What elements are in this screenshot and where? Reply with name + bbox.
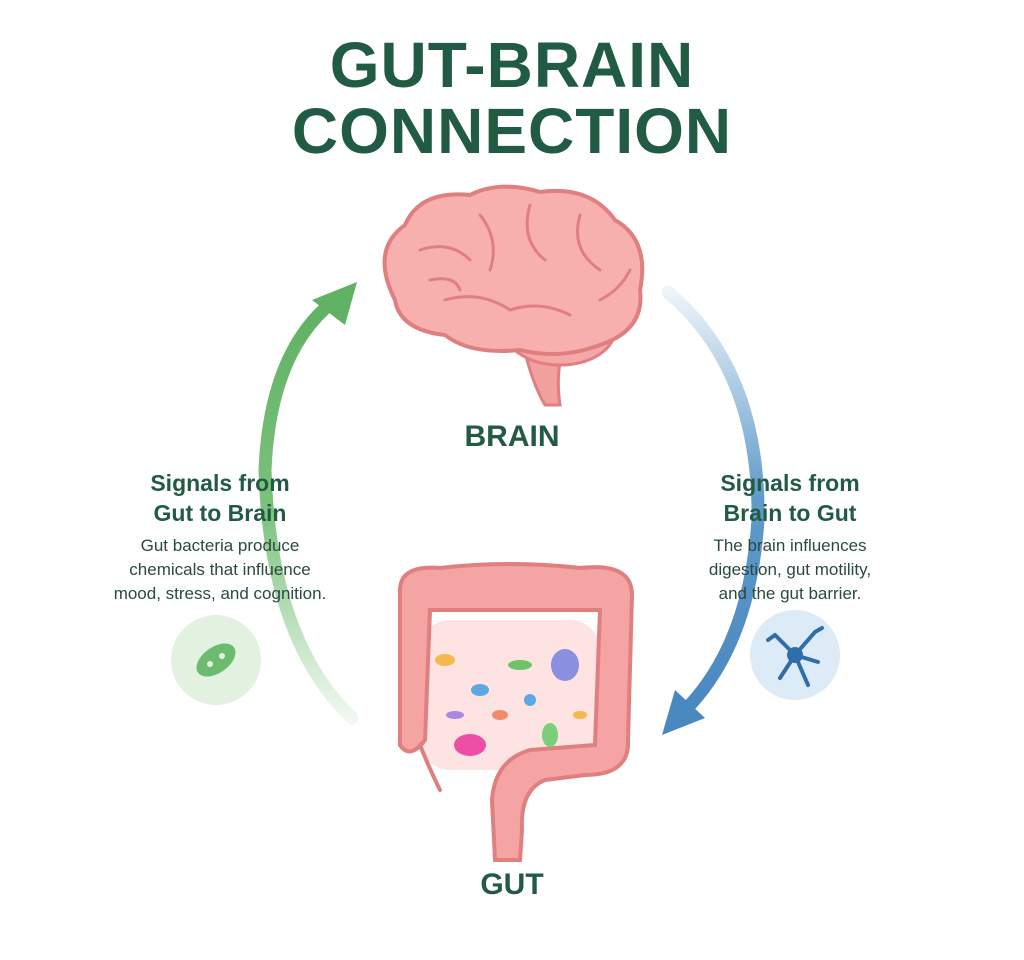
right-heading-1: Signals from <box>720 470 860 496</box>
title-line-2: CONNECTION <box>291 95 733 167</box>
bacteria-icon <box>171 615 261 705</box>
brain-label: BRAIN <box>464 420 560 453</box>
right-text-3: and the gut barrier. <box>718 584 862 603</box>
gut-illustration <box>398 562 635 862</box>
right-text-2: digestion, gut motility, <box>708 560 872 579</box>
left-text-2: chemicals that influence <box>129 560 311 579</box>
left-heading-2: Gut to Brain <box>153 500 287 526</box>
right-text-1: The brain influences <box>713 536 867 555</box>
left-heading-1: Signals from <box>150 470 290 496</box>
gut-label: GUT <box>480 868 544 901</box>
neuron-icon <box>750 610 840 700</box>
right-heading-2: Brain to Gut <box>723 500 857 526</box>
gut-to-brain-arrow <box>258 282 359 725</box>
brain-illustration <box>382 184 645 407</box>
left-text-3: mood, stress, and cognition. <box>113 584 327 603</box>
brain-to-gut-arrow <box>661 285 765 735</box>
gut-bacteria-cluster <box>435 649 587 756</box>
left-text-1: Gut bacteria produce <box>140 536 300 555</box>
title-line-1: GUT-BRAIN <box>329 29 695 101</box>
